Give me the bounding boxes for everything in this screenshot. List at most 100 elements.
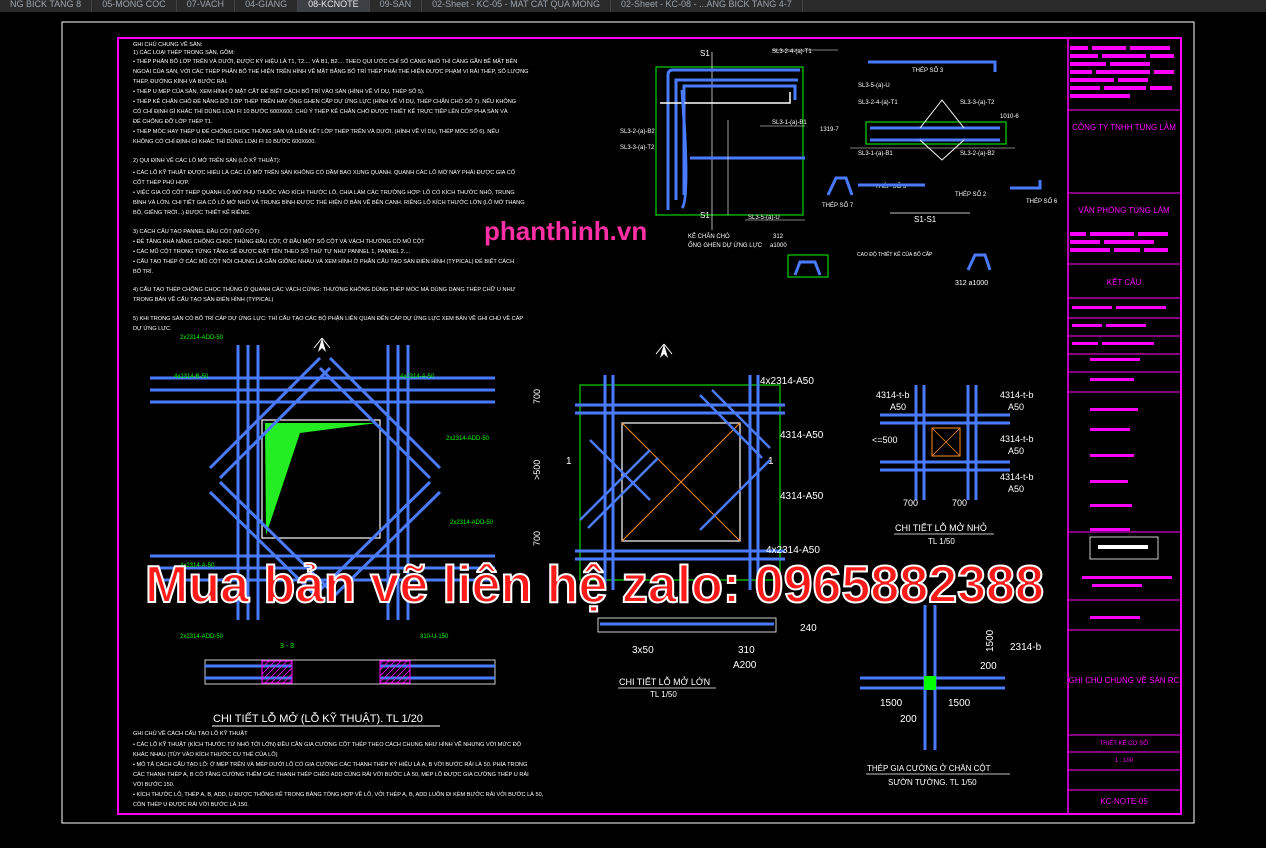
document-tab[interactable]: 07-VACH (177, 0, 236, 12)
svg-text:4314-A50: 4314-A50 (780, 491, 824, 502)
svg-text:1500: 1500 (985, 629, 996, 652)
svg-text:ĐỂ CHỐNG ĐỠ LỚP THÉP T1.: ĐỂ CHỐNG ĐỠ LỚP THÉP T1. (133, 118, 213, 125)
detail-large-opening: 4x2314-A50 4314-A50 4314-A50 4x2314-A50 … (532, 343, 824, 699)
svg-text:THÉP SỐ 7: THÉP SỐ 7 (822, 202, 854, 209)
title-column-base: THÉP GIA CƯỜNG Ở CHÂN CỘT (867, 764, 991, 773)
svg-text:S1: S1 (700, 49, 710, 58)
svg-text:4314-t-b: 4314-t-b (876, 390, 910, 400)
svg-text:312: 312 (773, 234, 784, 240)
svg-text:A50: A50 (890, 402, 906, 412)
title-small-opening: CHI TIẾT LỖ MỞ NHỎ (895, 522, 987, 533)
svg-text:SL3-2-(a)-B2: SL3-2-(a)-B2 (620, 129, 655, 135)
svg-text:KHÁC NHAU (TÙY VÀO KÍCH THƯỚC: KHÁC NHAU (TÙY VÀO KÍCH THƯỚC CỤ THỂ CỦA… (133, 751, 278, 758)
svg-text:SL3-2-(a)-B2: SL3-2-(a)-B2 (960, 151, 995, 157)
svg-text:a1000: a1000 (770, 243, 787, 249)
svg-text:A200: A200 (733, 660, 757, 671)
svg-text:• MÔ TẢ CÁCH CẤU TẠO LỖ: Ở MÉP: • MÔ TẢ CÁCH CẤU TẠO LỖ: Ở MÉP TRÊN VÀ M… (133, 760, 527, 768)
document-tab[interactable]: 09-SAN (370, 0, 423, 12)
svg-text:2x2314-ADD-50: 2x2314-ADD-50 (446, 436, 490, 442)
svg-text:• THÉP KÊ CHÂN CHÓ ĐỂ NÂNG ĐỠ: • THÉP KÊ CHÂN CHÓ ĐỂ NÂNG ĐỠ LỚP THÉP T… (133, 97, 516, 105)
svg-text:SL3-5-(a)-U: SL3-5-(a)-U (858, 83, 890, 89)
svg-text:4314-A50: 4314-A50 (780, 430, 824, 441)
svg-text:ỐNG GHEN DỰ ỨNG LỰC: ỐNG GHEN DỰ ỨNG LỰC (688, 242, 763, 249)
svg-text:• THÉP PHÂN BỐ LỚP TRÊN VÀ DƯỚ: • THÉP PHÂN BỐ LỚP TRÊN VÀ DƯỚI, ĐƯỢC KÝ… (133, 57, 517, 65)
svg-text:• CÁC LỖ KỸ THUẬT (KÍCH THƯỚC: • CÁC LỖ KỸ THUẬT (KÍCH THƯỚC TỪ NHỎ TỚI… (133, 741, 522, 748)
svg-text:2x2314-ADD-50: 2x2314-ADD-50 (180, 335, 224, 341)
svg-text:310: 310 (738, 645, 755, 656)
title-block: CÔNG TY TNHH TÙNG LÂM VĂN PHÒNG TÙNG LÂM… (1067, 37, 1182, 815)
svg-text:4x2314-A-50: 4x2314-A-50 (400, 374, 435, 380)
svg-text:VĂN PHÒNG TÙNG LÂM: VĂN PHÒNG TÙNG LÂM (1078, 206, 1170, 215)
svg-text:200: 200 (980, 661, 997, 672)
svg-text:2314-b: 2314-b (1010, 642, 1042, 653)
document-tab[interactable]: 04-GIANG (235, 0, 299, 12)
document-tab[interactable]: 05-MONG COC (92, 0, 177, 12)
svg-text:CÁC THANH THÉP A, B CÓ TĂNG CƯ: CÁC THANH THÉP A, B CÓ TĂNG CƯỜNG THÊM C… (133, 770, 529, 778)
svg-text:1: 1 (566, 456, 572, 467)
document-tab[interactable]: 02-Sheet - KC-05 - MAT CAT QUA MONG (422, 0, 611, 12)
svg-text:1010-6: 1010-6 (1000, 114, 1019, 120)
svg-text:4x2314-A50: 4x2314-A50 (760, 376, 814, 387)
document-tab-active[interactable]: 08-KCNOTE (298, 0, 370, 12)
svg-text:KÊ CHÂN CHÓ: KÊ CHÂN CHÓ (688, 232, 730, 240)
svg-text:4314-t-b: 4314-t-b (1000, 434, 1034, 444)
svg-text:SL3-2-4-(a)-T1: SL3-2-4-(a)-T1 (858, 100, 898, 106)
detail-column-base: 2314-b 200 1500 1500 200 1500 THÉP GIA C… (860, 605, 1042, 787)
svg-text:700: 700 (952, 498, 967, 508)
svg-text:SL3-1-(a)-B1: SL3-1-(a)-B1 (858, 151, 893, 157)
svg-text:• KÍCH THƯỚC LỖ, THÉP A, B, AD: • KÍCH THƯỚC LỖ, THÉP A, B, ADD, U ĐƯỢC … (133, 790, 544, 798)
svg-text:• VIỆC GIA CỐ CỐT THÉP QUANH L: • VIỆC GIA CỐ CỐT THÉP QUANH LỖ MỞ PHỤ T… (133, 188, 515, 196)
svg-text:700: 700 (532, 531, 542, 546)
svg-text:SL3-1-(a)-B1: SL3-1-(a)-B1 (772, 120, 807, 126)
svg-text:• THÉP U MÉP CỦA SÀN, XEM HÌNH: • THÉP U MÉP CỦA SÀN, XEM HÌNH Ở MẶT CẮT… (133, 87, 425, 95)
svg-text:1: 1 (768, 456, 774, 467)
svg-text:CỐT THÉP PHÙ HỢP.: CỐT THÉP PHÙ HỢP. (133, 179, 190, 186)
detail-opening-technical: 2x2314-ADD-50 4x2314-B-50 4x2314-A-50 2x… (150, 335, 496, 727)
svg-text:A50: A50 (1008, 484, 1024, 494)
svg-text:312 a1000: 312 a1000 (955, 280, 988, 287)
svg-text:BÌNH VÀ LỚN. CHI TIẾT GIA CỐ L: BÌNH VÀ LỚN. CHI TIẾT GIA CỐ LỖ MỞ NHỎ V… (133, 198, 525, 206)
svg-text:GHI CHÚ CHUNG VỀ SÀN RC: GHI CHÚ CHUNG VỀ SÀN RC (1069, 675, 1180, 685)
svg-text:CAO ĐỘ THIẾT KẾ CỦA BỐ CẤP: CAO ĐỘ THIẾT KẾ CỦA BỐ CẤP (857, 251, 933, 258)
svg-text:THÉP SỐ 3: THÉP SỐ 3 (912, 67, 944, 74)
svg-text:SƯỜN TƯỜNG. TL 1/50: SƯỜN TƯỜNG. TL 1/50 (888, 778, 977, 787)
detail-s1-corner: S1 S1 SL3-2-4-(a)-T1 SL3-1-(a)-B1 1319-7… (620, 49, 839, 230)
svg-text:S1: S1 (700, 211, 710, 220)
notes-p1-title: 1) CÁC LOẠI THÉP TRONG SÀN, GỒM: (133, 49, 235, 56)
drawing-canvas[interactable]: GHI CHÚ CHUNG VỀ SÀN: 1) CÁC LOẠI THÉP T… (0, 12, 1266, 843)
svg-text:SL3-2-4-(a)-T1: SL3-2-4-(a)-T1 (772, 49, 812, 55)
svg-text:200: 200 (900, 714, 917, 725)
svg-text:5) KHI TRONG SÀN CÓ BỐ TRÍ CÁP: 5) KHI TRONG SÀN CÓ BỐ TRÍ CÁP DỰ ỨNG LỰ… (133, 314, 523, 322)
svg-text:VỚI BƯỚC 150.: VỚI BƯỚC 150. (133, 781, 175, 788)
svg-text:S1-S1: S1-S1 (914, 215, 937, 224)
svg-text:4x2314-A-50: 4x2314-A-50 (180, 563, 215, 569)
svg-text:• ĐỂ TĂNG KHẢ NĂNG CHỐNG CHỌC: • ĐỂ TĂNG KHẢ NĂNG CHỐNG CHỌC THỦNG ĐẦU … (133, 238, 425, 245)
svg-text:KHÔNG CÓ CHỈ ĐỊNH GÌ KHÁC THÌ: KHÔNG CÓ CHỈ ĐỊNH GÌ KHÁC THÌ DÙNG LOẠI … (133, 138, 316, 145)
svg-text:CÒN THÉP U ĐƯỢC RẢI VỚI BƯỚC L: CÒN THÉP U ĐƯỢC RẢI VỚI BƯỚC LÀ 150. (133, 801, 249, 808)
svg-text:NGOÀI CỦA SÀN, VỚI CÁC THÉP PH: NGOÀI CỦA SÀN, VỚI CÁC THÉP PHÂN BỐ THỂ … (133, 67, 529, 75)
svg-text:4314-t-b: 4314-t-b (1000, 472, 1034, 482)
document-tab[interactable]: 02-Sheet - KC-08 - ...ANG BICK TANG 4-7 (611, 0, 803, 12)
svg-text:<=500: <=500 (872, 435, 898, 445)
svg-text:1500: 1500 (880, 698, 903, 709)
svg-text:DỰ ỨNG LỰC.: DỰ ỨNG LỰC. (133, 325, 172, 332)
svg-text:A50: A50 (1008, 446, 1024, 456)
watermark-site: phanthinh.vn (484, 216, 648, 246)
detail-chair: KÊ CHÂN CHÓ ỐNG GHEN DỰ ỨNG LỰC 312 a100… (688, 232, 992, 287)
detail-small-opening: 4314-t-b A50 4314-t-b A50 4314-t-b A50 4… (872, 385, 1034, 546)
svg-text:KC-NOTE-05: KC-NOTE-05 (1100, 797, 1148, 806)
svg-text:THÉP SỐ 6: THÉP SỐ 6 (1026, 198, 1058, 205)
svg-text:240: 240 (800, 623, 817, 634)
svg-text:4314-t-b: 4314-t-b (1000, 390, 1034, 400)
document-tab[interactable]: NG BICK TANG 8 (0, 0, 93, 12)
svg-text:2x2314-ADD-50: 2x2314-ADD-50 (180, 634, 224, 640)
svg-text:1 : 100: 1 : 100 (1115, 758, 1134, 764)
svg-text:• CẤU TẠO THÉP Ở CÁC MŨ CỘT NÓ: • CẤU TẠO THÉP Ở CÁC MŨ CỘT NÓI CHUNG LÀ… (133, 258, 514, 265)
svg-text:THÉP, ĐƯỜNG KÍNH VÀ BƯỚC RẢI.: THÉP, ĐƯỜNG KÍNH VÀ BƯỚC RẢI. (133, 78, 228, 85)
svg-text:A50: A50 (1008, 402, 1024, 412)
svg-text:• CÁC LỖ KỸ THUẬT ĐƯỢC HIỂU LÀ: • CÁC LỖ KỸ THUẬT ĐƯỢC HIỂU LÀ CÁC LỖ MỞ… (133, 168, 516, 176)
svg-text:• CÁC MŨ CỘT TRONG TỪNG TẦNG S: • CÁC MŨ CỘT TRONG TỪNG TẦNG SẼ ĐƯỢC ĐẶT… (133, 247, 411, 255)
svg-text:TRONG BẢN VẼ CẤU TẠO SÀN ĐIỂN: TRONG BẢN VẼ CẤU TẠO SÀN ĐIỂN HÌNH (TYPI… (133, 296, 274, 303)
general-notes: GHI CHÚ CHUNG VỀ SÀN: 1) CÁC LOẠI THÉP T… (133, 41, 529, 332)
